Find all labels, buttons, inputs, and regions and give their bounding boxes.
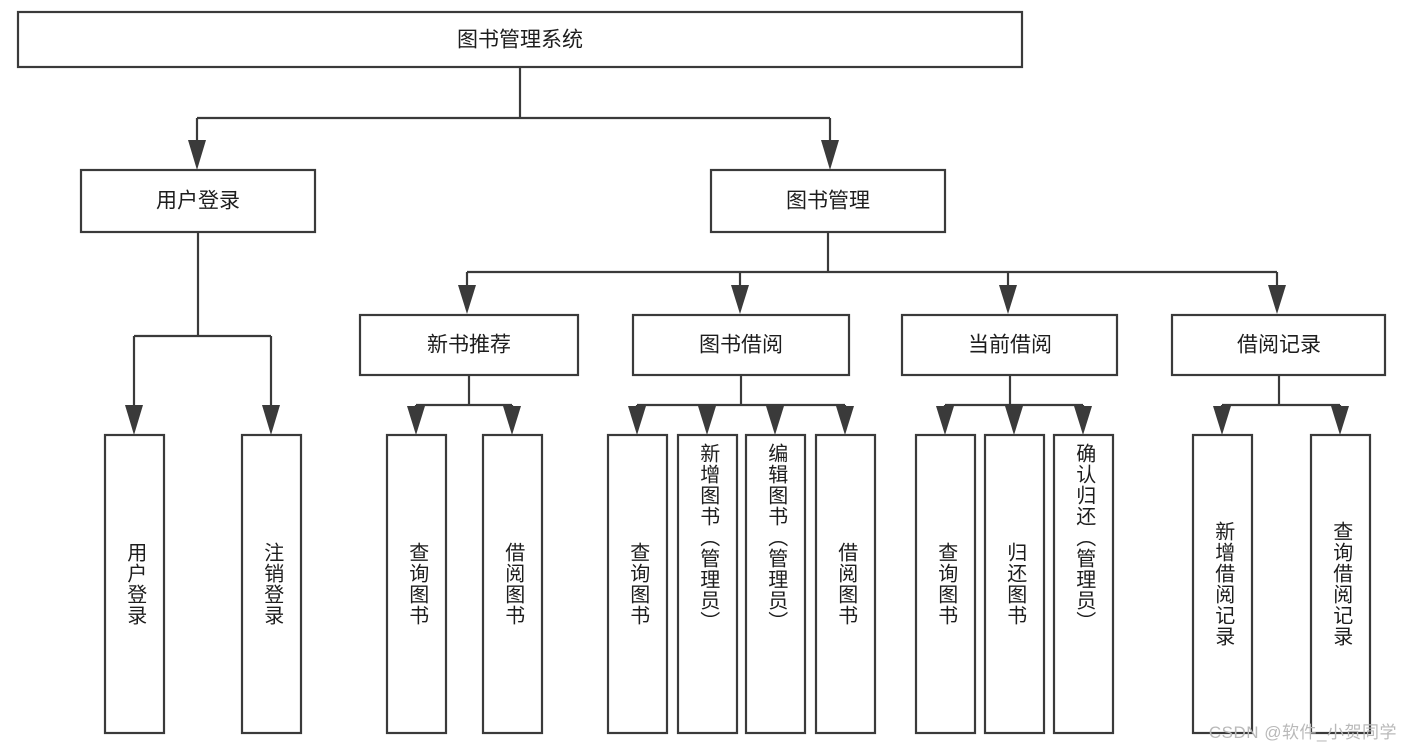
arrow-root-to-bookmgmt-icon — [821, 140, 839, 170]
leaf-book-borrow-2[interactable] — [676, 433, 739, 735]
leaf-book-borrow-1[interactable] — [606, 433, 669, 735]
leaf-new-book-recommend-2[interactable] — [481, 433, 544, 735]
arrow-currentborrow-leaf1-icon — [936, 406, 954, 435]
leaf-new-book-recommend-1[interactable] — [385, 433, 448, 735]
arrow-bookborrow-leaf3-icon — [766, 406, 784, 435]
arrow-newbook-leaf1-icon — [407, 406, 425, 435]
node-current-borrow-label: 当前借阅 — [968, 334, 1052, 357]
arrow-bookmgmt-to-current-icon — [999, 285, 1017, 314]
leaf-borrow-record-1[interactable] — [1191, 433, 1254, 735]
arrow-root-to-login-icon — [188, 140, 206, 170]
arrow-borrowrecord-leaf1-icon — [1213, 406, 1231, 435]
leaf-current-borrow-1[interactable] — [914, 433, 977, 735]
arrow-borrowrecord-leaf2-icon — [1331, 406, 1349, 435]
node-new-book-recommend-label: 新书推荐 — [427, 334, 511, 357]
node-root-system[interactable] — [16, 10, 1024, 69]
arrow-bookborrow-leaf4-icon — [836, 406, 854, 435]
node-root-system-label: 图书管理系统 — [457, 29, 583, 52]
node-current-borrow[interactable] — [900, 313, 1119, 377]
leaf-borrow-record-2[interactable] — [1309, 433, 1372, 735]
node-borrow-record[interactable] — [1170, 313, 1387, 377]
arrow-login-leaf1-icon — [125, 405, 143, 435]
arrow-currentborrow-leaf3-icon — [1074, 406, 1092, 435]
node-borrow-record-label: 借阅记录 — [1237, 334, 1321, 357]
node-new-book-recommend[interactable] — [358, 313, 580, 377]
arrow-bookmgmt-to-newbook-icon — [458, 285, 476, 314]
node-book-management-label: 图书管理 — [786, 190, 870, 213]
leaf-book-borrow-3[interactable] — [744, 433, 807, 735]
leaf-current-borrow-3[interactable] — [1052, 433, 1115, 735]
leaf-user-login-1[interactable] — [103, 433, 166, 735]
leaf-current-borrow-2[interactable] — [983, 433, 1046, 735]
arrow-bookmgmt-to-record-icon — [1268, 285, 1286, 314]
arrow-newbook-leaf2-icon — [503, 406, 521, 435]
node-user-login-label: 用户登录 — [156, 190, 240, 213]
leaf-book-borrow-4[interactable] — [814, 433, 877, 735]
leaf-user-login-2[interactable] — [240, 433, 303, 735]
arrow-bookborrow-leaf1-icon — [628, 406, 646, 435]
arrow-login-leaf2-icon — [262, 405, 280, 435]
node-book-borrow[interactable] — [631, 313, 851, 377]
arrow-bookborrow-leaf2-icon — [698, 406, 716, 435]
node-book-borrow-label: 图书借阅 — [699, 334, 783, 357]
arrow-bookmgmt-to-borrow-icon — [731, 285, 749, 314]
watermark-text: CSDN @软件_小贺同学 — [1208, 723, 1397, 742]
arrow-currentborrow-leaf2-icon — [1005, 406, 1023, 435]
node-book-management[interactable] — [709, 168, 947, 234]
